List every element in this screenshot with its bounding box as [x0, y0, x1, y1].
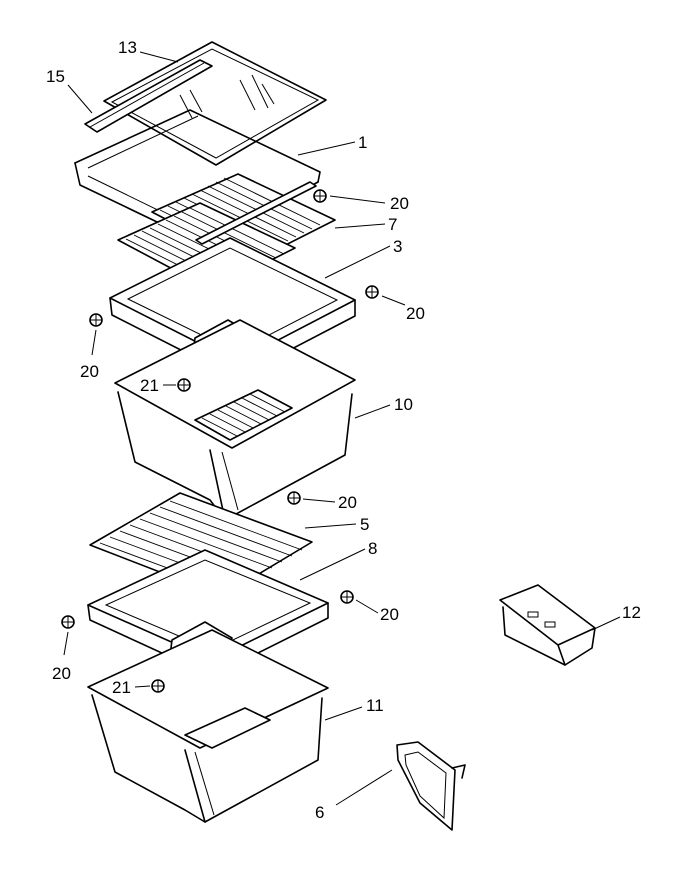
callout-11: 11 — [366, 696, 384, 715]
callout-5: 5 — [360, 515, 369, 534]
screw-icon — [177, 378, 191, 392]
callout-3: 3 — [393, 237, 402, 256]
callout-20: 20 — [406, 304, 425, 323]
callout-20: 20 — [380, 605, 399, 624]
callout-labels: 13 15 1 20 7 3 20 20 21 10 20 5 8 20 12 … — [46, 38, 641, 822]
callout-12: 12 — [622, 603, 641, 622]
part-small-bin — [499, 584, 596, 666]
callout-21: 21 — [112, 678, 131, 697]
part-shelf-trim — [84, 59, 213, 133]
screw-icon — [61, 615, 75, 629]
fastener-icons — [61, 189, 379, 693]
screw-icon — [287, 491, 301, 505]
screw-icon — [89, 313, 103, 327]
callout-20: 20 — [52, 664, 71, 683]
callout-15: 15 — [46, 67, 65, 86]
callout-6: 6 — [315, 803, 324, 822]
callout-21: 21 — [140, 376, 159, 395]
part-bracket — [396, 741, 466, 831]
leader-lines — [63, 51, 621, 806]
screw-icon — [313, 189, 327, 203]
screw-icon — [365, 285, 379, 299]
callout-20: 20 — [338, 493, 357, 512]
callout-20: 20 — [80, 362, 99, 381]
callout-10: 10 — [394, 395, 413, 414]
part-upper-crisper-drawer — [114, 319, 356, 521]
callout-20: 20 — [390, 194, 409, 213]
callout-8: 8 — [368, 539, 377, 558]
part-lower-crisper-drawer — [87, 629, 329, 823]
screw-icon — [151, 679, 165, 693]
callout-7: 7 — [388, 215, 397, 234]
callout-1: 1 — [358, 133, 367, 152]
callout-13: 13 — [118, 38, 137, 57]
screw-icon — [340, 590, 354, 604]
